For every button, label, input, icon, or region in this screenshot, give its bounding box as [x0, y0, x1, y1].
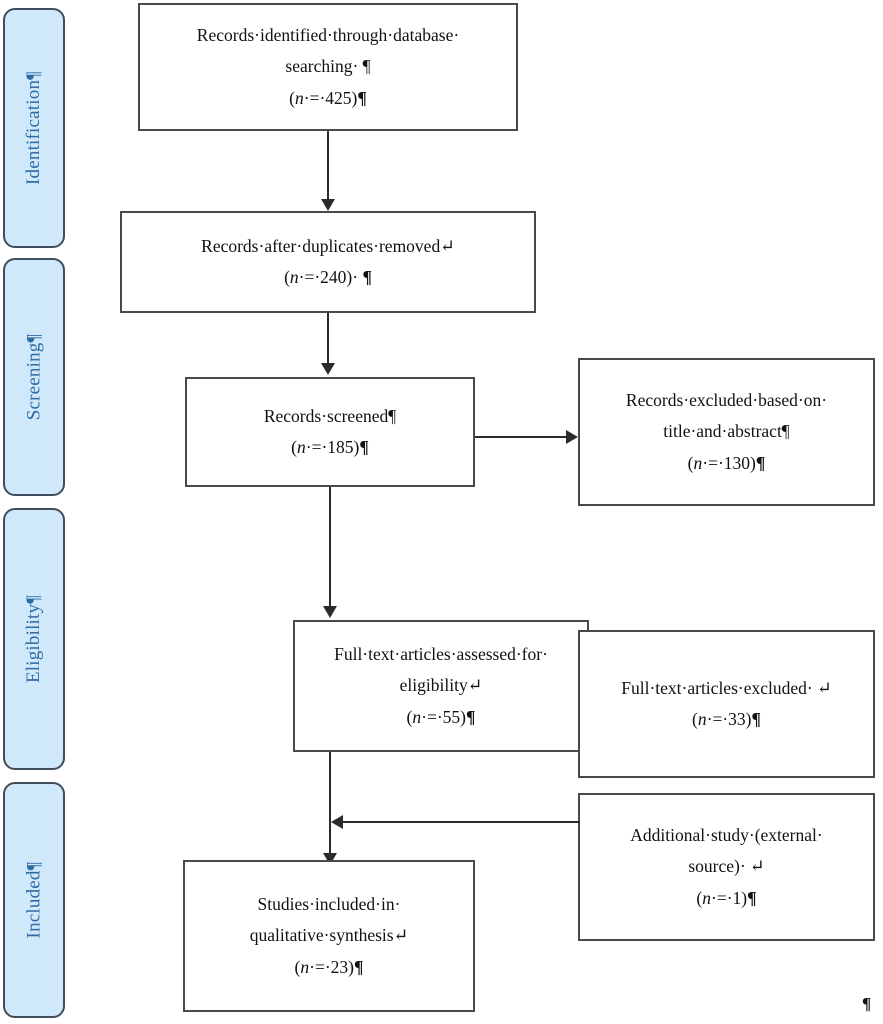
stage-box-included[interactable]: Included¶	[3, 782, 65, 1018]
additional-study-line1: Additional·study·(external·	[630, 824, 823, 845]
connector-screened-to-fulltext	[329, 487, 331, 606]
records-excluded-line1: Records·excluded·based·on·	[625, 389, 828, 410]
count-prefix: (	[692, 709, 698, 729]
stage-label-eligibility: Eligibility¶	[23, 594, 45, 684]
count-variable: n	[289, 267, 299, 287]
count-prefix: (	[284, 267, 290, 287]
box-records-after-duplicates[interactable]: Records·after·duplicates·removed↵ (n·=·2…	[120, 211, 536, 313]
connector-identified-to-duplicates	[327, 131, 329, 199]
pilcrow-mark: ¶	[353, 956, 364, 977]
fulltext-excluded-line1: Full·text·articles·excluded· ↵	[621, 677, 832, 698]
count-variable: n	[697, 709, 707, 729]
records-identified-count: (n·=·425)¶	[148, 87, 508, 108]
count-value: ·=·33)	[706, 709, 752, 729]
count-prefix: (	[406, 706, 413, 727]
box-additional-study[interactable]: Additional·study·(external· source)· ↵ (…	[578, 793, 875, 941]
count-prefix: (	[687, 452, 694, 473]
pilcrow-mark: ¶	[359, 437, 369, 457]
count-variable: n	[300, 956, 310, 977]
count-value: ·=·23)	[309, 956, 354, 977]
count-prefix: (	[696, 887, 703, 908]
records-identified-line1: Records·identified·through·database·	[196, 24, 460, 45]
count-prefix: (	[294, 956, 301, 977]
trailing-pilcrow-mark: ¶	[862, 994, 872, 1013]
fulltext-excluded-count: (n·=·33)¶	[588, 709, 865, 729]
count-value: ·=·55)	[421, 706, 466, 727]
records-excluded-count: (n·=·130)¶	[588, 452, 865, 473]
stage-label-included: Included¶	[23, 861, 45, 939]
records-identified-line2: searching· ¶	[285, 56, 371, 77]
connector-fulltext-to-included	[329, 752, 331, 853]
arrow-left-additional-to-included	[331, 815, 343, 829]
pilcrow-mark: ¶	[465, 706, 476, 727]
count-value: ·=·130)	[702, 452, 756, 473]
fulltext-assessed-line1: Full·text·articles·assessed·for·	[334, 643, 548, 664]
count-variable: n	[412, 706, 422, 727]
pilcrow-mark: ¶	[751, 709, 761, 729]
count-value: ·=·1)	[711, 887, 748, 908]
stage-box-screening[interactable]: Screening¶	[3, 258, 65, 496]
records-screened-count: (n·=·185)¶	[195, 437, 465, 457]
fulltext-assessed-line2: eligibility↵	[399, 675, 483, 696]
fulltext-assessed-count: (n·=·55)¶	[303, 706, 579, 727]
box-fulltext-assessed[interactable]: Full·text·articles·assessed·for· eligibi…	[293, 620, 589, 752]
stage-label-screening: Screening¶	[23, 333, 44, 421]
count-variable: n	[702, 887, 711, 908]
connector-screened-to-excluded	[475, 436, 570, 438]
count-prefix: (	[291, 437, 297, 457]
records-after-duplicates-line1: Records·after·duplicates·removed↵	[201, 235, 455, 256]
studies-included-line2: qualitative·synthesis↵	[249, 925, 409, 946]
count-prefix: (	[289, 87, 295, 108]
connector-duplicates-to-screened	[327, 313, 329, 363]
connector-additional-to-included	[343, 821, 580, 823]
pilcrow-mark: ¶	[358, 267, 372, 287]
count-variable: n	[693, 452, 703, 473]
stage-box-identification[interactable]: Identification¶	[3, 8, 65, 248]
pilcrow-mark: ¶	[755, 452, 766, 473]
box-records-excluded[interactable]: Records·excluded·based·on· title·and·abs…	[578, 358, 875, 506]
box-studies-included[interactable]: Studies·included·in· qualitative·synthes…	[183, 860, 475, 1012]
count-value: ·=·425)	[303, 87, 358, 108]
count-variable: n	[297, 437, 306, 457]
records-excluded-line2: title·and·abstract¶	[663, 421, 790, 442]
studies-included-count: (n·=·23)¶	[193, 956, 465, 977]
pilcrow-mark: ¶	[357, 87, 367, 108]
count-value: ·=·185)	[305, 437, 360, 457]
studies-included-line1: Studies·included·in·	[257, 893, 401, 914]
stage-label-identification: Identification¶	[23, 71, 44, 185]
arrow-down-identified-to-duplicates	[321, 199, 335, 211]
count-value: ·=·240)·	[298, 267, 359, 287]
arrow-down-duplicates-to-screened	[321, 363, 335, 375]
box-records-identified[interactable]: Records·identified·through·database· sea…	[138, 3, 518, 131]
records-after-duplicates-count: (n·=·240)· ¶	[130, 267, 526, 287]
pilcrow-mark: ¶	[747, 887, 757, 908]
records-screened-line1: Records·screened¶	[263, 405, 397, 426]
additional-study-count: (n·=·1)¶	[588, 887, 865, 908]
additional-study-line2: source)· ↵	[688, 856, 765, 877]
stage-box-eligibility[interactable]: Eligibility¶	[3, 508, 65, 770]
arrow-down-screened-to-fulltext	[323, 606, 337, 618]
arrow-right-screened-to-excluded	[566, 430, 578, 444]
count-variable: n	[295, 87, 304, 108]
box-records-screened[interactable]: Records·screened¶ (n·=·185)¶	[185, 377, 475, 487]
box-fulltext-excluded[interactable]: Full·text·articles·excluded· ↵ (n·=·33)¶	[578, 630, 875, 778]
